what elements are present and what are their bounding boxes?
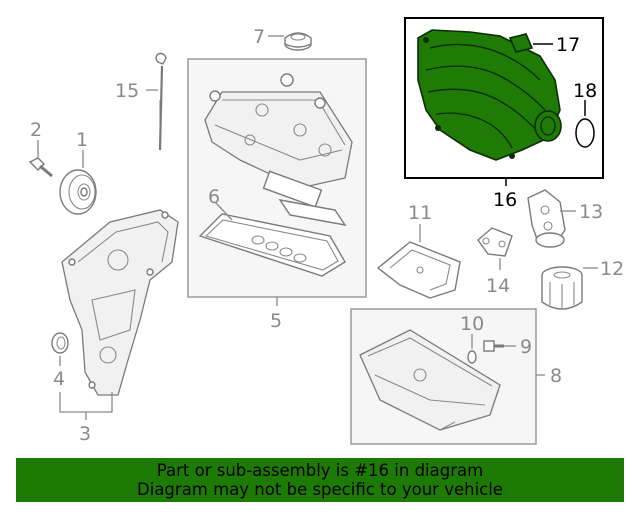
part-16-intake-manifold[interactable] bbox=[417, 29, 562, 161]
banner-line-1: Part or sub-assembly is #16 in diagram bbox=[156, 461, 484, 480]
callout-4: 4 bbox=[53, 368, 65, 390]
callout-5: 5 bbox=[270, 310, 282, 332]
part-14-bracket[interactable] bbox=[477, 227, 513, 257]
part-18-gasket[interactable] bbox=[575, 118, 595, 148]
part-17-sensor[interactable] bbox=[508, 33, 534, 53]
part-12-oil-filter[interactable] bbox=[541, 266, 583, 310]
callout-10: 10 bbox=[460, 313, 484, 335]
info-banner: Part or sub-assembly is #16 in diagram D… bbox=[16, 458, 624, 502]
callout-14: 14 bbox=[486, 275, 510, 297]
part-7-oil-filler-cap[interactable] bbox=[284, 32, 312, 51]
callout-2: 2 bbox=[30, 119, 42, 141]
part-6-valve-cover-gasket[interactable] bbox=[198, 213, 346, 277]
part-4-oil-seal[interactable] bbox=[51, 332, 69, 354]
callout-12: 12 bbox=[600, 258, 624, 280]
part-5-valve-cover[interactable] bbox=[204, 73, 353, 226]
callout-9: 9 bbox=[520, 336, 532, 358]
callout-13: 13 bbox=[579, 201, 603, 223]
part-8-oil-pan[interactable] bbox=[359, 329, 501, 431]
part-9-drain-plug[interactable] bbox=[483, 340, 504, 352]
callout-8: 8 bbox=[550, 365, 562, 387]
callout-15: 15 bbox=[115, 80, 139, 102]
parts-diagram: 15 7 6 5 2 bbox=[28, 17, 624, 445]
banner-line-2: Diagram may not be specific to your vehi… bbox=[137, 480, 503, 499]
part-3-timing-cover[interactable] bbox=[61, 209, 179, 396]
callout-11: 11 bbox=[408, 202, 432, 224]
part-13-oil-filter-housing[interactable] bbox=[527, 189, 566, 248]
part-11-bracket[interactable] bbox=[376, 241, 461, 299]
part-15-dipstick[interactable] bbox=[155, 52, 167, 151]
callout-7: 7 bbox=[253, 26, 265, 48]
callout-17: 17 bbox=[556, 34, 580, 56]
callout-3: 3 bbox=[79, 423, 91, 445]
part-2-bolt[interactable] bbox=[28, 157, 53, 178]
callout-1: 1 bbox=[76, 129, 88, 151]
callout-18: 18 bbox=[573, 80, 597, 102]
callout-6: 6 bbox=[208, 186, 220, 208]
part-10-washer[interactable] bbox=[467, 350, 477, 364]
callout-16: 16 bbox=[493, 189, 517, 211]
part-1-crankshaft-pulley[interactable] bbox=[59, 169, 97, 215]
